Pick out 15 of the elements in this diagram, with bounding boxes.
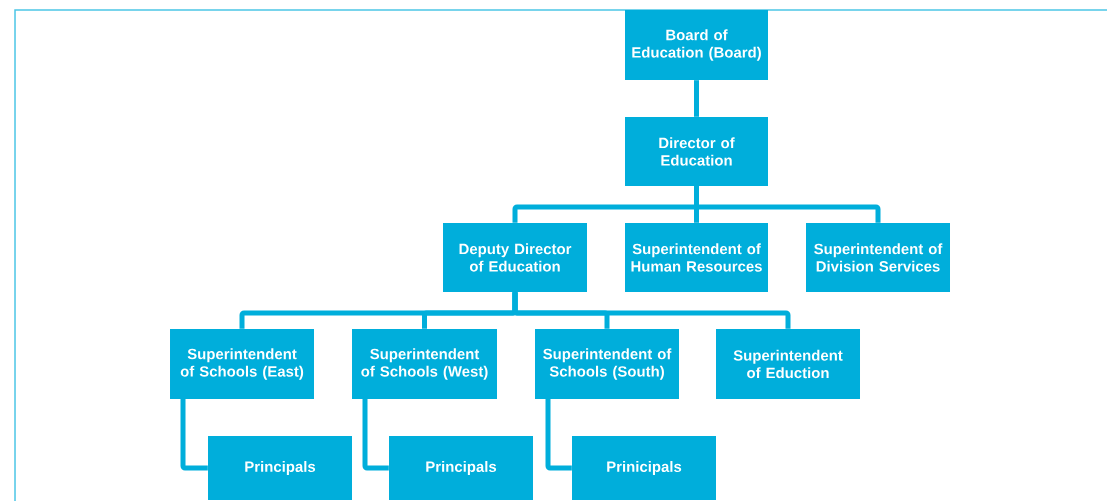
connector-line	[694, 80, 699, 117]
org-box: Deputy Director of Education	[443, 223, 587, 292]
connector-line	[694, 186, 881, 223]
org-box: Superintendent of Human Resources	[625, 223, 768, 292]
org-box: Principals	[208, 436, 352, 500]
org-box: Board of Education (Board)	[625, 10, 768, 80]
org-box: Superintendent of Schools (East)	[170, 329, 314, 399]
connector-line	[512, 292, 791, 329]
org-box: Superintendent of Schools (South)	[535, 329, 679, 399]
org-box: Principals	[389, 436, 533, 500]
org-box: Superintendent of Division Services	[806, 223, 950, 292]
org-box: Prinicipals	[572, 436, 716, 500]
org-box: Superintendent of Eduction	[716, 329, 860, 399]
org-box: Director of Education	[625, 117, 768, 186]
org-box: Superintendent of Schools (West)	[352, 329, 497, 399]
